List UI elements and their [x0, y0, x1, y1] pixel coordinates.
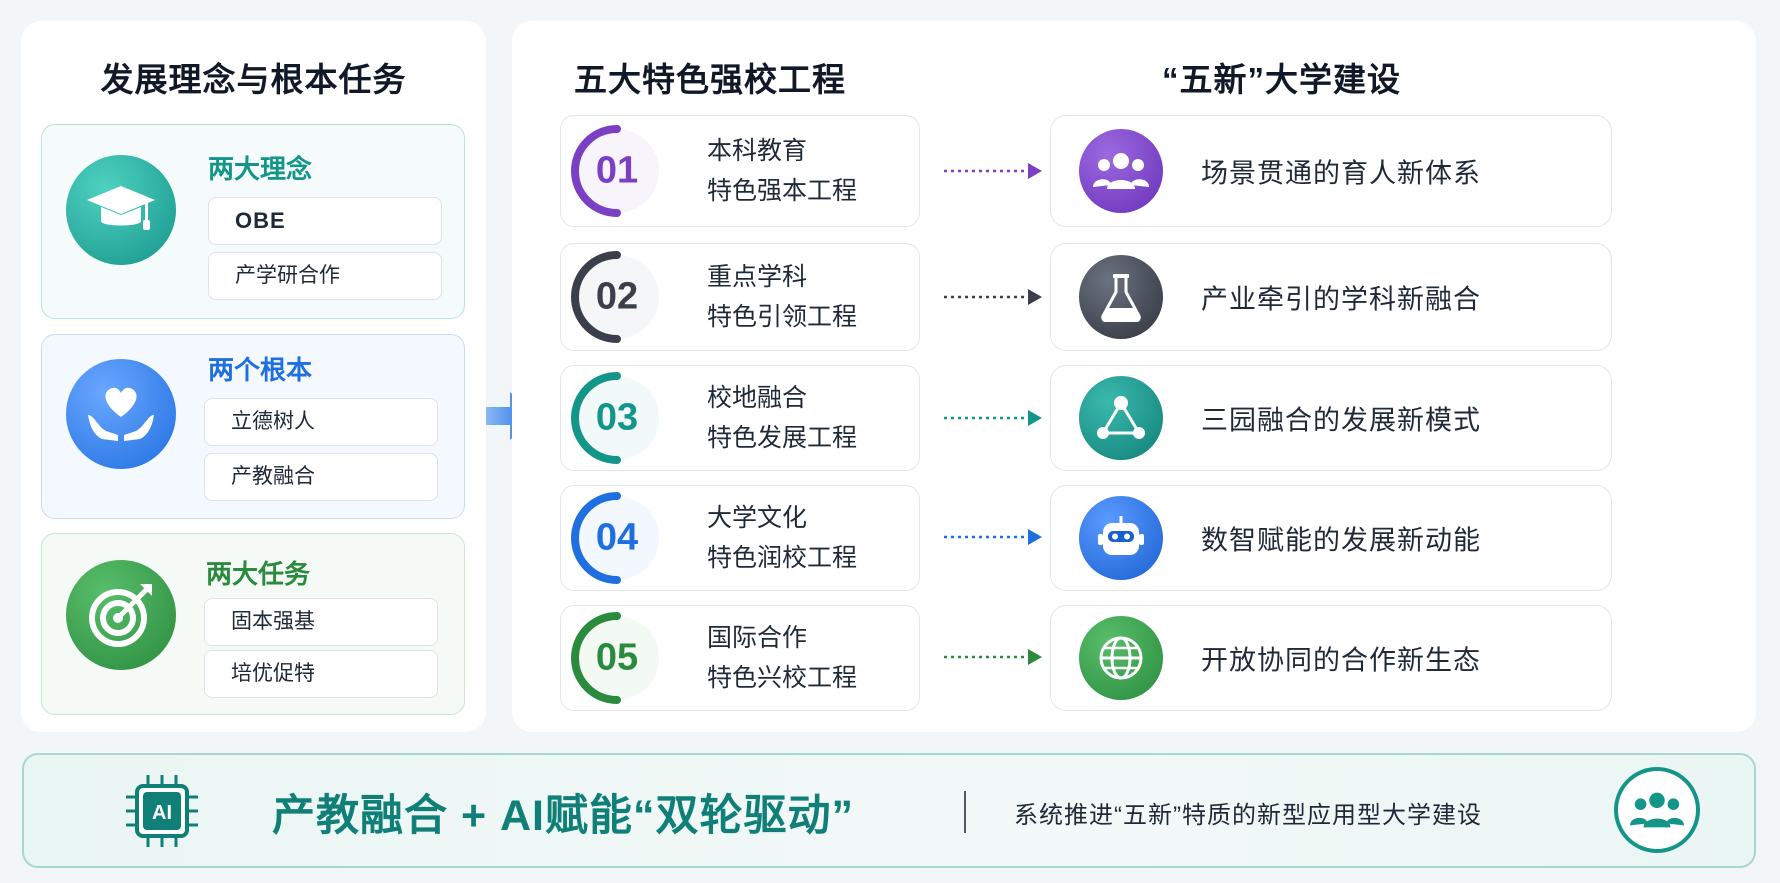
target-icon [66, 560, 176, 670]
globe-icon [1079, 616, 1163, 700]
right-panel: 五大特色强校工程 “五新”大学建设 01 本科教育 特色强本工程 02 重点学科… [512, 21, 1756, 732]
card-title: 两大理念 [208, 154, 313, 184]
item-pill: 产学研合作 [208, 252, 442, 300]
project-label: 大学文化 特色润校工程 [707, 498, 857, 578]
project-line: 重点学科 [707, 263, 808, 291]
five-new-title: “五新”大学建设 [1162, 61, 1401, 98]
project-number: 03 [595, 396, 639, 439]
card-two-concepts: 两大理念 OBE 产学研合作 [41, 124, 465, 319]
five-new-row: 三园融合的发展新模式 [1050, 365, 1612, 471]
network-nodes-icon [1079, 376, 1163, 460]
item-pill: 培优促特 [204, 650, 438, 698]
project-number: 01 [595, 149, 639, 192]
banner-subtitle: 系统推进“五新”特质的新型应用型大学建设 [1014, 802, 1482, 829]
dotted-arrow-icon [944, 649, 1042, 665]
chip-label: AI [152, 802, 172, 824]
flow-arrow-icon [486, 392, 536, 440]
card-two-fundamentals: 两个根本 立德树人 产教融合 [41, 334, 465, 519]
progress-arc-icon [571, 612, 659, 704]
project-label: 校地融合 特色发展工程 [707, 378, 857, 458]
projects-title: 五大特色强校工程 [574, 61, 846, 98]
progress-arc-icon [571, 251, 659, 343]
item-pill: 产教融合 [204, 453, 438, 501]
five-new-label: 场景贯通的育人新体系 [1201, 158, 1481, 189]
project-label: 本科教育 特色强本工程 [707, 131, 857, 211]
project-row: 02 重点学科 特色引领工程 [560, 243, 920, 351]
left-panel-title: 发展理念与根本任务 [100, 61, 407, 98]
project-row: 05 国际合作 特色兴校工程 [560, 605, 920, 711]
project-line: 特色兴校工程 [707, 664, 858, 692]
project-label: 重点学科 特色引领工程 [707, 257, 857, 337]
banner-title: 产教融合 + AI赋能“双轮驱动” [272, 792, 855, 840]
project-row: 03 校地融合 特色发展工程 [560, 365, 920, 471]
project-line: 大学文化 [707, 504, 808, 532]
item-pill: 固本强基 [204, 598, 438, 646]
project-number: 05 [595, 636, 639, 679]
people-group-icon [1614, 767, 1700, 853]
banner-divider [964, 791, 966, 833]
project-line: 特色强本工程 [707, 177, 858, 205]
project-line: 国际合作 [707, 624, 808, 652]
five-new-label: 三园融合的发展新模式 [1201, 405, 1481, 436]
dotted-arrow-icon [944, 289, 1042, 305]
dotted-arrow-icon [944, 529, 1042, 545]
progress-arc-icon [571, 125, 659, 217]
five-new-label: 产业牵引的学科新融合 [1201, 284, 1481, 315]
project-line: 本科教育 [707, 137, 808, 165]
five-new-label: 开放协同的合作新生态 [1201, 645, 1481, 676]
ai-chip-icon: AI [126, 775, 198, 847]
left-panel: 发展理念与根本任务 两大理念 OBE 产学研合作 两个根本 立德树人 产教融合 [21, 21, 486, 732]
robot-icon [1079, 496, 1163, 580]
flask-icon [1079, 255, 1163, 339]
project-label: 国际合作 特色兴校工程 [707, 618, 857, 698]
five-new-row: 开放协同的合作新生态 [1050, 605, 1612, 711]
project-row: 04 大学文化 特色润校工程 [560, 485, 920, 591]
graduation-cap-icon [66, 155, 176, 265]
project-line: 特色润校工程 [707, 544, 858, 572]
bottom-banner: AI 产教融合 + AI赋能“双轮驱动” 系统推进“五新”特质的新型应用型大学建… [22, 753, 1756, 868]
five-new-row: 产业牵引的学科新融合 [1050, 243, 1612, 351]
item-pill: 立德树人 [204, 398, 438, 446]
project-number: 04 [595, 516, 639, 559]
project-row: 01 本科教育 特色强本工程 [560, 115, 920, 227]
card-title: 两大任务 [206, 559, 311, 589]
dotted-arrow-icon [944, 163, 1042, 179]
project-line: 校地融合 [707, 384, 808, 412]
heart-hands-icon [66, 359, 176, 469]
project-line: 特色引领工程 [707, 303, 858, 331]
progress-arc-icon [571, 492, 659, 584]
five-new-row: 场景贯通的育人新体系 [1050, 115, 1612, 227]
people-group-icon [1079, 129, 1163, 213]
item-pill: OBE [208, 197, 442, 245]
card-title: 两个根本 [208, 355, 313, 385]
progress-arc-icon [571, 372, 659, 464]
dotted-arrow-icon [944, 410, 1042, 426]
five-new-row: 数智赋能的发展新动能 [1050, 485, 1612, 591]
card-two-tasks: 两大任务 固本强基 培优促特 [41, 533, 465, 715]
project-line: 特色发展工程 [707, 424, 858, 452]
project-number: 02 [595, 275, 639, 318]
five-new-label: 数智赋能的发展新动能 [1201, 525, 1481, 556]
